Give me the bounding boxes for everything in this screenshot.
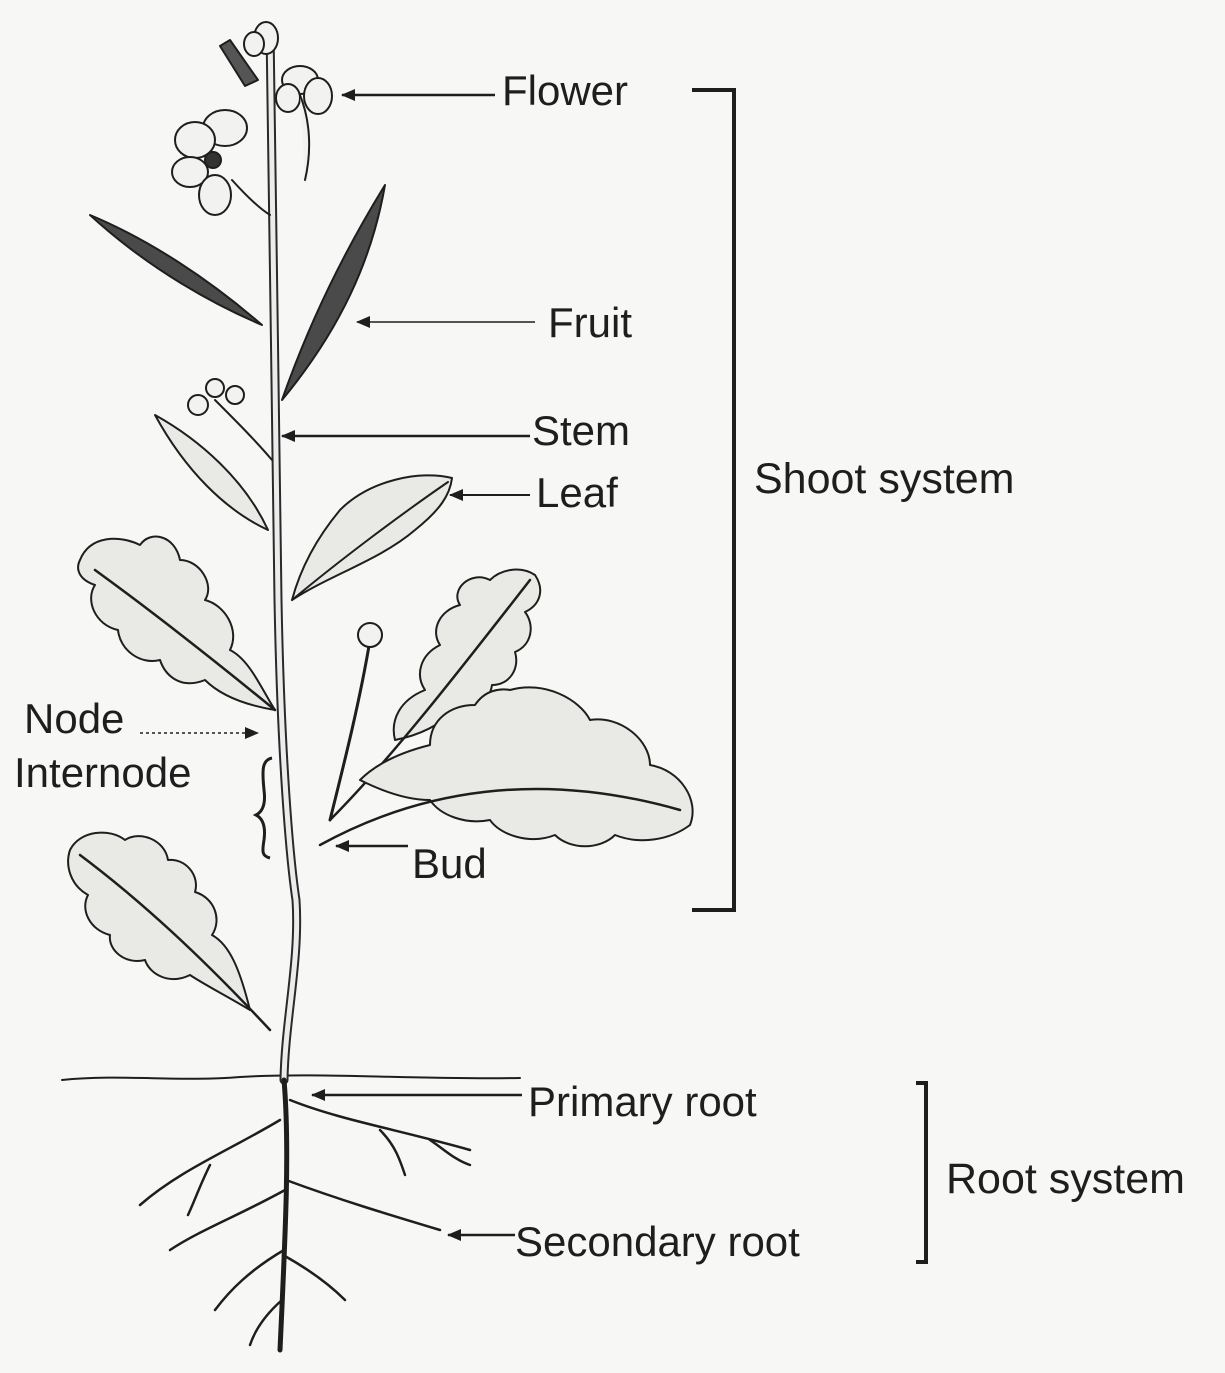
label-internode: Internode [14, 752, 191, 794]
label-bud: Bud [412, 843, 487, 885]
label-stem: Stem [532, 410, 630, 452]
label-secondary-root: Secondary root [515, 1221, 800, 1263]
fruit-right [282, 185, 385, 400]
leaf-lobed-left [78, 537, 275, 710]
plant-illustration [62, 22, 693, 1350]
internode-brace [256, 758, 272, 858]
label-flower: Flower [502, 70, 628, 112]
bud-flower-small [358, 623, 382, 647]
label-fruit: Fruit [548, 302, 632, 344]
roots [140, 1080, 470, 1350]
label-leaf: Leaf [536, 472, 618, 514]
root-system-bracket [916, 1083, 926, 1262]
label-root-system: Root system [946, 1158, 1185, 1201]
label-primary-root: Primary root [528, 1081, 757, 1123]
leaf-upper-left [155, 415, 268, 530]
flower-cluster [172, 22, 332, 215]
fruit-left [90, 215, 262, 325]
label-shoot-system: Shoot system [754, 458, 1015, 501]
label-node: Node [24, 698, 124, 740]
soil-line [62, 1075, 520, 1080]
shoot-system-bracket [692, 90, 734, 910]
